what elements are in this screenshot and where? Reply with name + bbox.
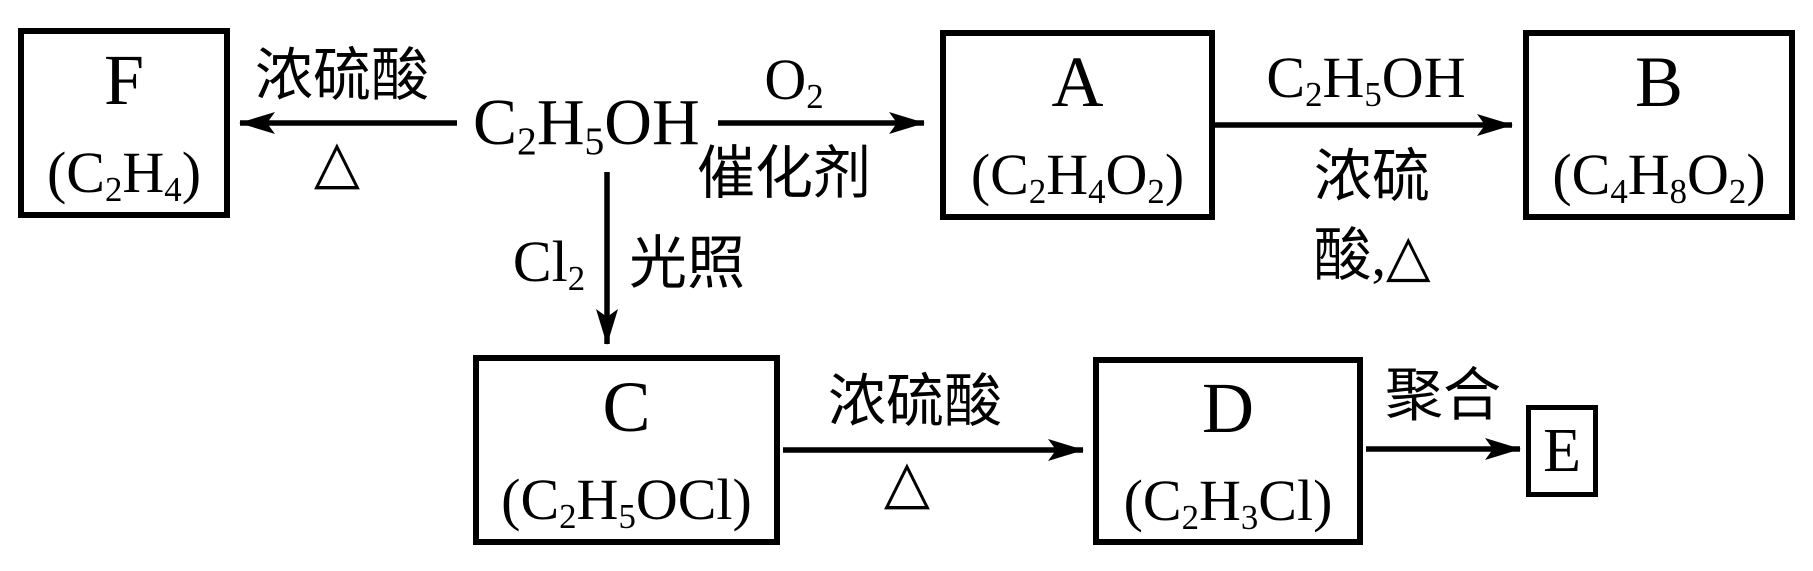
compound-box-d: D (C2H3Cl): [1093, 357, 1363, 545]
compound-letter-b: B: [1634, 42, 1684, 122]
compound-letter-f: F: [103, 40, 145, 120]
compound-letter-d: D: [1202, 368, 1254, 448]
condition-label-to-f-above: 浓硫酸: [254, 43, 430, 108]
compound-box-c: C (C2H5OCl): [473, 355, 780, 545]
condition-line-2: 酸,△: [1313, 222, 1431, 288]
compound-formula-c: (C2H5OCl): [501, 467, 752, 536]
compound-formula-a: (C2H4O2): [970, 142, 1185, 211]
condition-label-catalyst: 催化剂: [696, 141, 872, 206]
condition-label-a-to-b-below: 浓硫 酸,△: [1313, 138, 1430, 296]
compound-box-f: F (C2H4): [18, 28, 230, 218]
compound-box-e: E: [1526, 405, 1598, 497]
reagent-label-oxygen: O2: [764, 47, 824, 116]
condition-label-polymerization: 聚合: [1384, 363, 1502, 428]
compound-box-b: B (C4H8O2): [1523, 30, 1795, 220]
compound-letter-c: C: [602, 367, 651, 447]
compound-letter-a: A: [1051, 42, 1104, 122]
condition-line-1: 浓硫: [1313, 144, 1431, 209]
compound-formula-b: (C4H8O2): [1552, 142, 1766, 211]
heat-symbol-c-to-d: △: [883, 449, 931, 515]
reagent-label-ethanol-a-to-b: C2H5OH: [1266, 45, 1466, 114]
heat-symbol-to-f: △: [313, 129, 361, 195]
condition-label-light: 光照: [628, 231, 746, 296]
compound-letter-e: E: [1543, 417, 1581, 485]
compound-formula-d: (C2H3Cl): [1123, 468, 1333, 537]
central-reactant-ethanol: C2H5OH: [473, 86, 700, 163]
compound-formula-f: (C2H4): [46, 140, 202, 209]
reagent-label-chlorine: Cl2: [512, 229, 586, 298]
condition-label-c-to-d-above: 浓硫酸: [827, 369, 1003, 434]
compound-box-a: A (C2H4O2): [940, 30, 1215, 220]
